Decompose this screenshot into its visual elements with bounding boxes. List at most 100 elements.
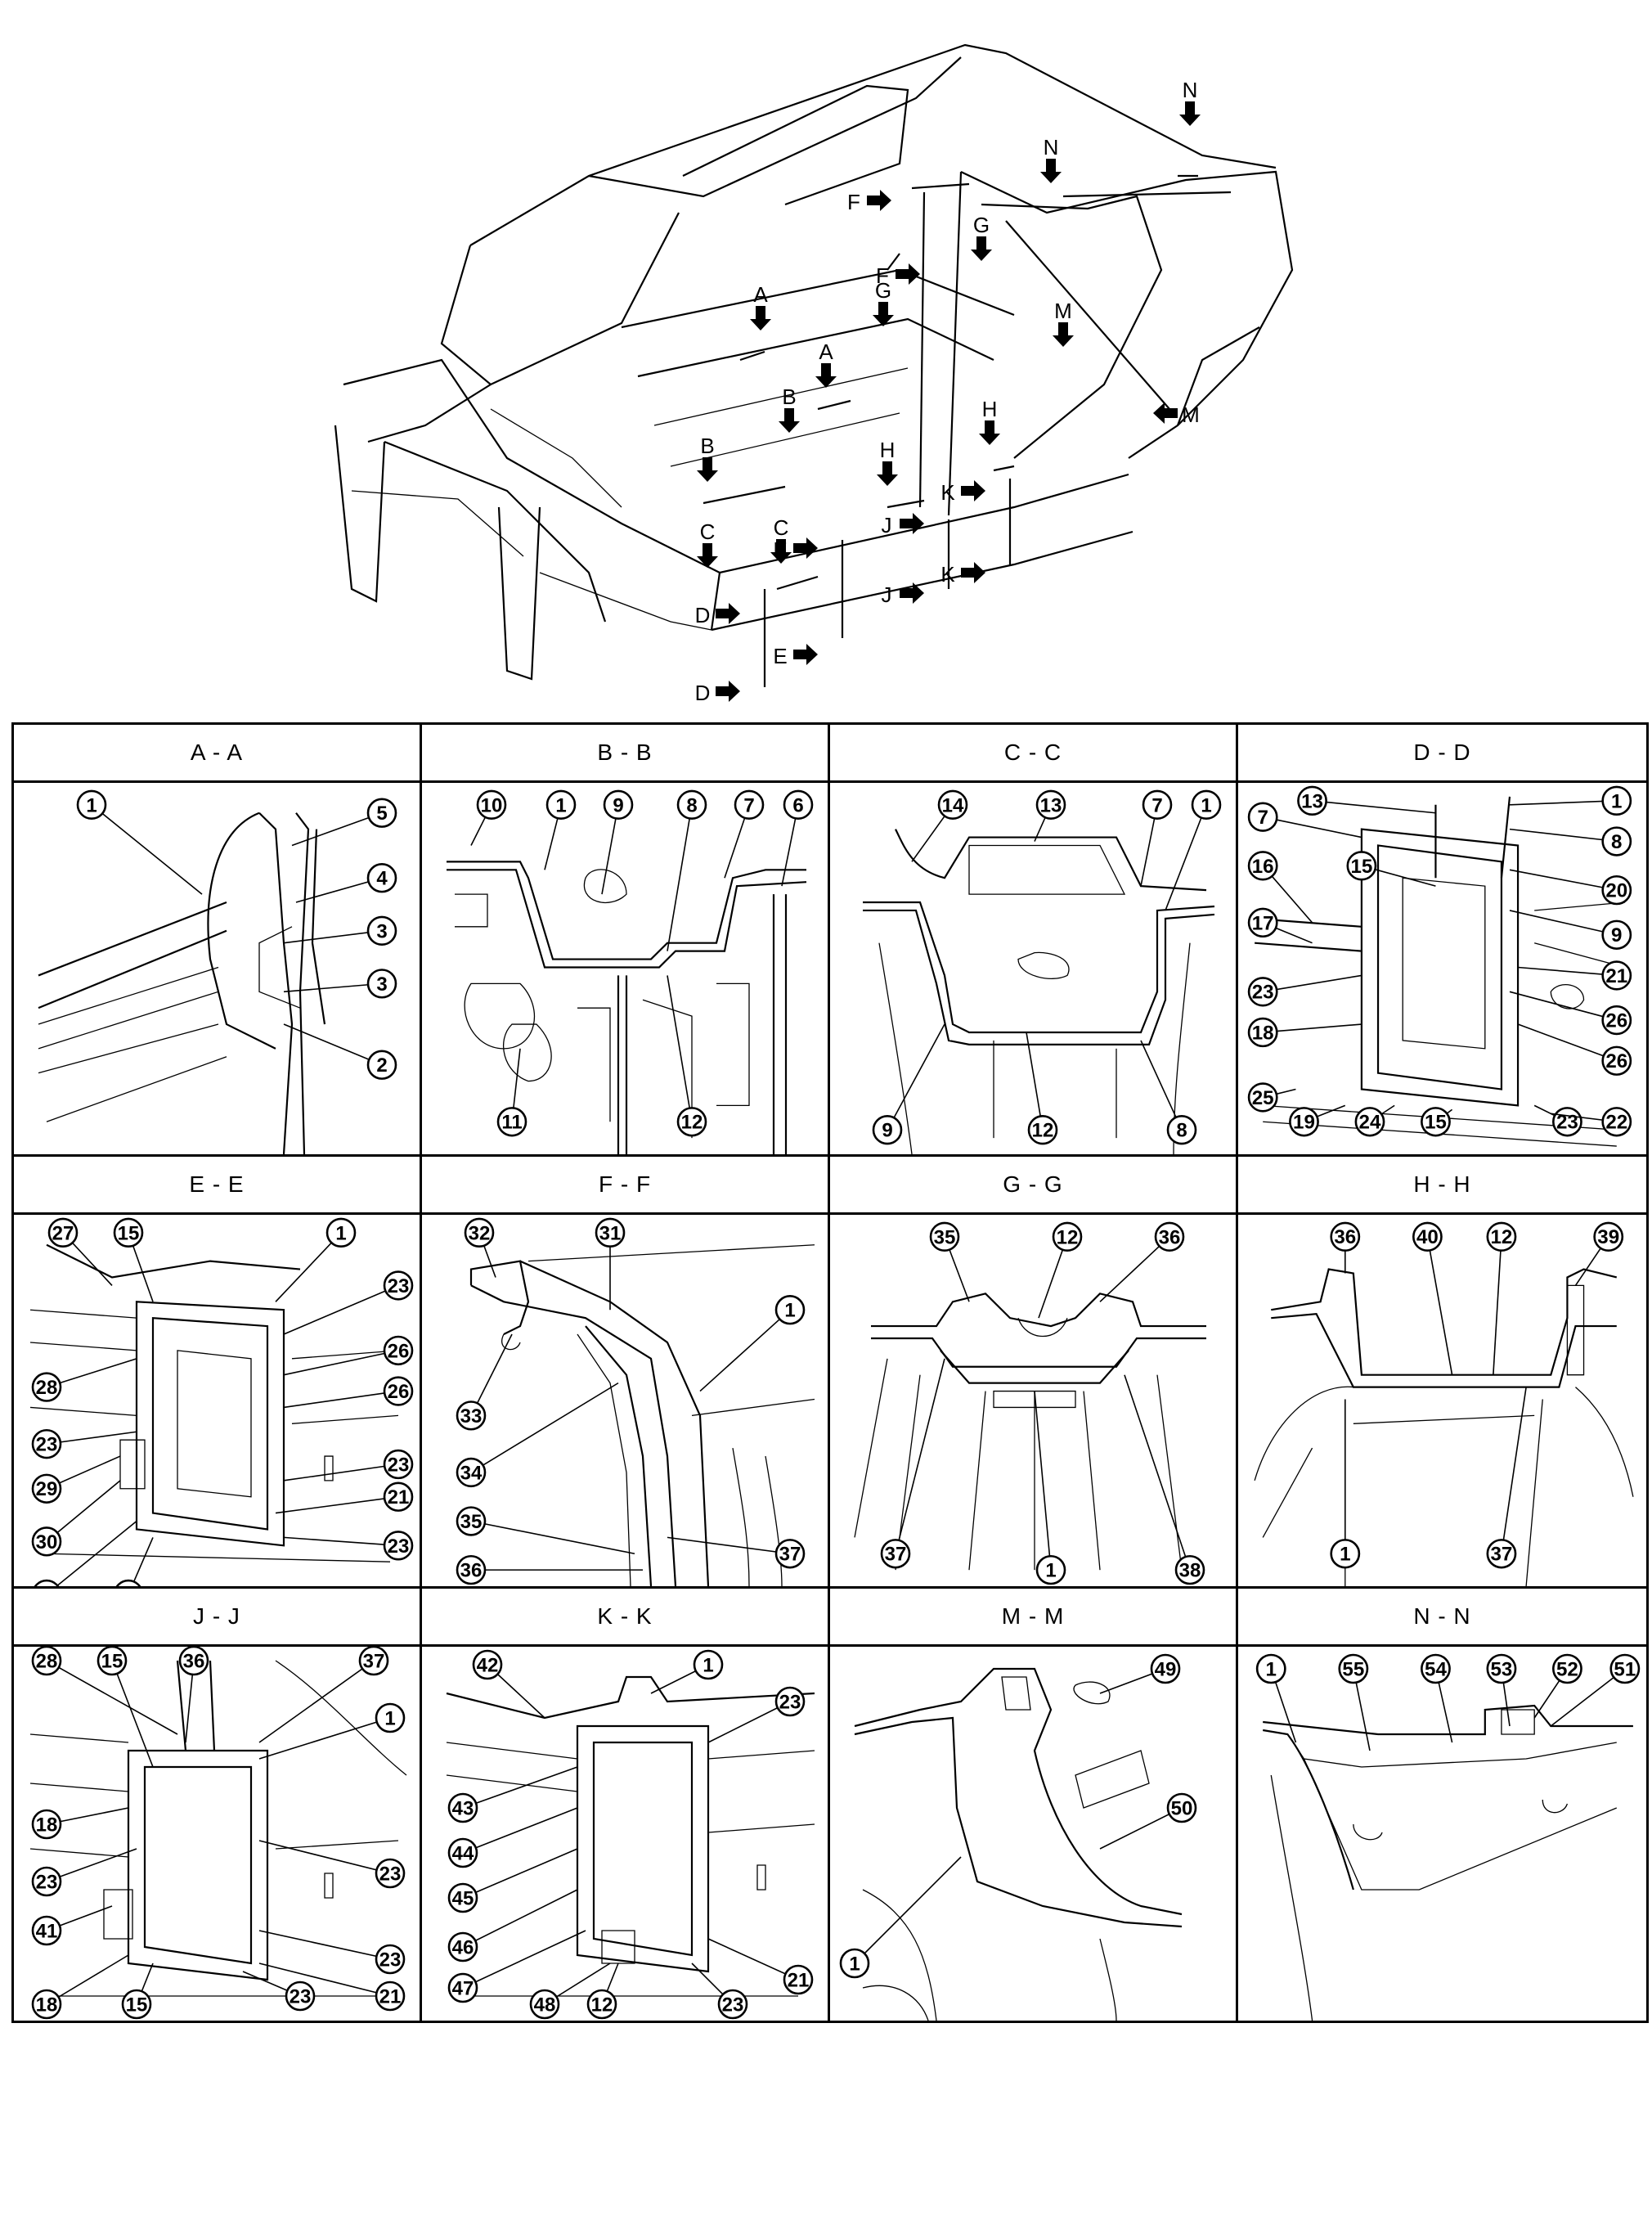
leader-line	[283, 1390, 399, 1409]
callout-circle	[456, 1457, 487, 1488]
callout-number: 1	[1611, 790, 1622, 812]
callout-circle	[1027, 1115, 1058, 1145]
part-callout-26: 26	[283, 1376, 414, 1409]
part-callout-13: 13	[1297, 785, 1436, 816]
part-callout-23: 23	[258, 1840, 406, 1889]
callout-number: 25	[1252, 1087, 1274, 1109]
callout-circle	[676, 789, 707, 820]
callout-circle	[366, 1050, 397, 1080]
section-marker-n: N	[1179, 78, 1201, 126]
part-callout-23: 23	[283, 1449, 414, 1481]
callout-number: 38	[1179, 1560, 1201, 1582]
callout-circle	[1412, 1221, 1443, 1252]
leader-line	[667, 1536, 791, 1555]
section-marker-k: K	[940, 480, 985, 505]
callout-circle	[325, 1217, 357, 1248]
part-callout-36: 36	[1330, 1221, 1361, 1274]
leader-line	[1517, 1023, 1618, 1062]
callout-circle	[1247, 977, 1278, 1007]
section-marker-c: C	[770, 515, 792, 564]
part-callout-41: 41	[31, 1905, 113, 1946]
part-callout-33: 33	[456, 1333, 513, 1431]
section-arrow-icon	[1040, 159, 1062, 183]
part-callout-12: 12	[1026, 1032, 1058, 1145]
leader-line	[1026, 1032, 1044, 1131]
callout-number: 37	[1491, 1544, 1513, 1566]
callout-number: 1	[555, 794, 566, 816]
section-marker-b: B	[779, 384, 800, 433]
part-callout-7: 7	[1247, 802, 1362, 839]
callout-number: 39	[1597, 1226, 1619, 1248]
callout-circle	[1035, 1554, 1066, 1585]
callout-circle	[1601, 785, 1632, 816]
part-callout-48: 48	[529, 1962, 611, 2020]
callout-number: 32	[469, 1222, 491, 1244]
leader-line	[699, 1309, 791, 1392]
callout-circle	[1601, 1045, 1632, 1076]
leader-line	[55, 1520, 137, 1586]
section-marker-label: N	[1044, 135, 1059, 160]
callout-number: 37	[363, 1651, 385, 1673]
callout-number: 42	[477, 1655, 499, 1677]
callout-number: 9	[613, 794, 623, 816]
callout-number: 36	[1159, 1226, 1181, 1248]
callout-circle	[456, 1400, 487, 1431]
callout-number: 2	[376, 1054, 387, 1077]
callout-number: 1	[1340, 1544, 1350, 1566]
callout-number: 23	[379, 1949, 402, 1971]
callout-circle	[1142, 789, 1173, 820]
part-callout-23: 23	[31, 1428, 137, 1459]
leader-line	[601, 804, 619, 895]
callout-circle	[375, 1944, 406, 1975]
part-callout-26: 26	[1517, 1023, 1632, 1076]
callout-number: 23	[388, 1454, 410, 1477]
part-callout-13: 13	[1034, 789, 1066, 842]
section-drawing	[38, 812, 326, 1154]
callout-number: 36	[183, 1651, 205, 1673]
callout-number: 23	[290, 1986, 312, 2008]
callout-circle	[472, 1649, 503, 1680]
part-callout-8: 8	[1140, 1040, 1197, 1145]
leader-line	[1263, 974, 1362, 993]
section-marker-j: J	[882, 513, 924, 537]
callout-number: 33	[460, 1405, 483, 1427]
callout-circle	[1035, 789, 1066, 820]
callout-number: 35	[460, 1511, 483, 1533]
section-marker-label: C	[700, 519, 716, 544]
callout-circle	[496, 1107, 527, 1137]
section-marker-g: G	[873, 278, 894, 326]
callout-number: 12	[1032, 1120, 1054, 1142]
leader-line	[707, 1701, 791, 1743]
part-callout-1: 1	[258, 1702, 406, 1760]
callout-number: 23	[388, 1535, 410, 1558]
callout-number: 18	[36, 1814, 58, 1837]
leader-line	[258, 1717, 391, 1760]
leader-line	[46, 1660, 178, 1735]
callout-circle	[366, 915, 397, 946]
callout-circle	[31, 1809, 62, 1840]
leader-line	[258, 1930, 391, 1960]
callout-circle	[783, 1964, 814, 1995]
part-callout-10: 10	[470, 789, 507, 846]
part-callout-6: 6	[781, 789, 814, 887]
callout-number: 26	[388, 1340, 410, 1362]
callout-number: 13	[1040, 794, 1062, 816]
section-arrow-icon	[793, 644, 818, 665]
body-shell-outline	[334, 43, 1294, 681]
section-title: E - E	[14, 1157, 420, 1215]
leader-line	[1550, 1668, 1626, 1727]
callout-circle	[447, 1882, 478, 1913]
callout-layer: 27151232626282329302321181523	[31, 1217, 414, 1586]
part-callout-1: 1	[1034, 1391, 1066, 1585]
part-callout-54: 54	[1421, 1653, 1453, 1743]
section-marker-h: H	[979, 397, 1000, 445]
callout-number: 1	[335, 1222, 346, 1244]
